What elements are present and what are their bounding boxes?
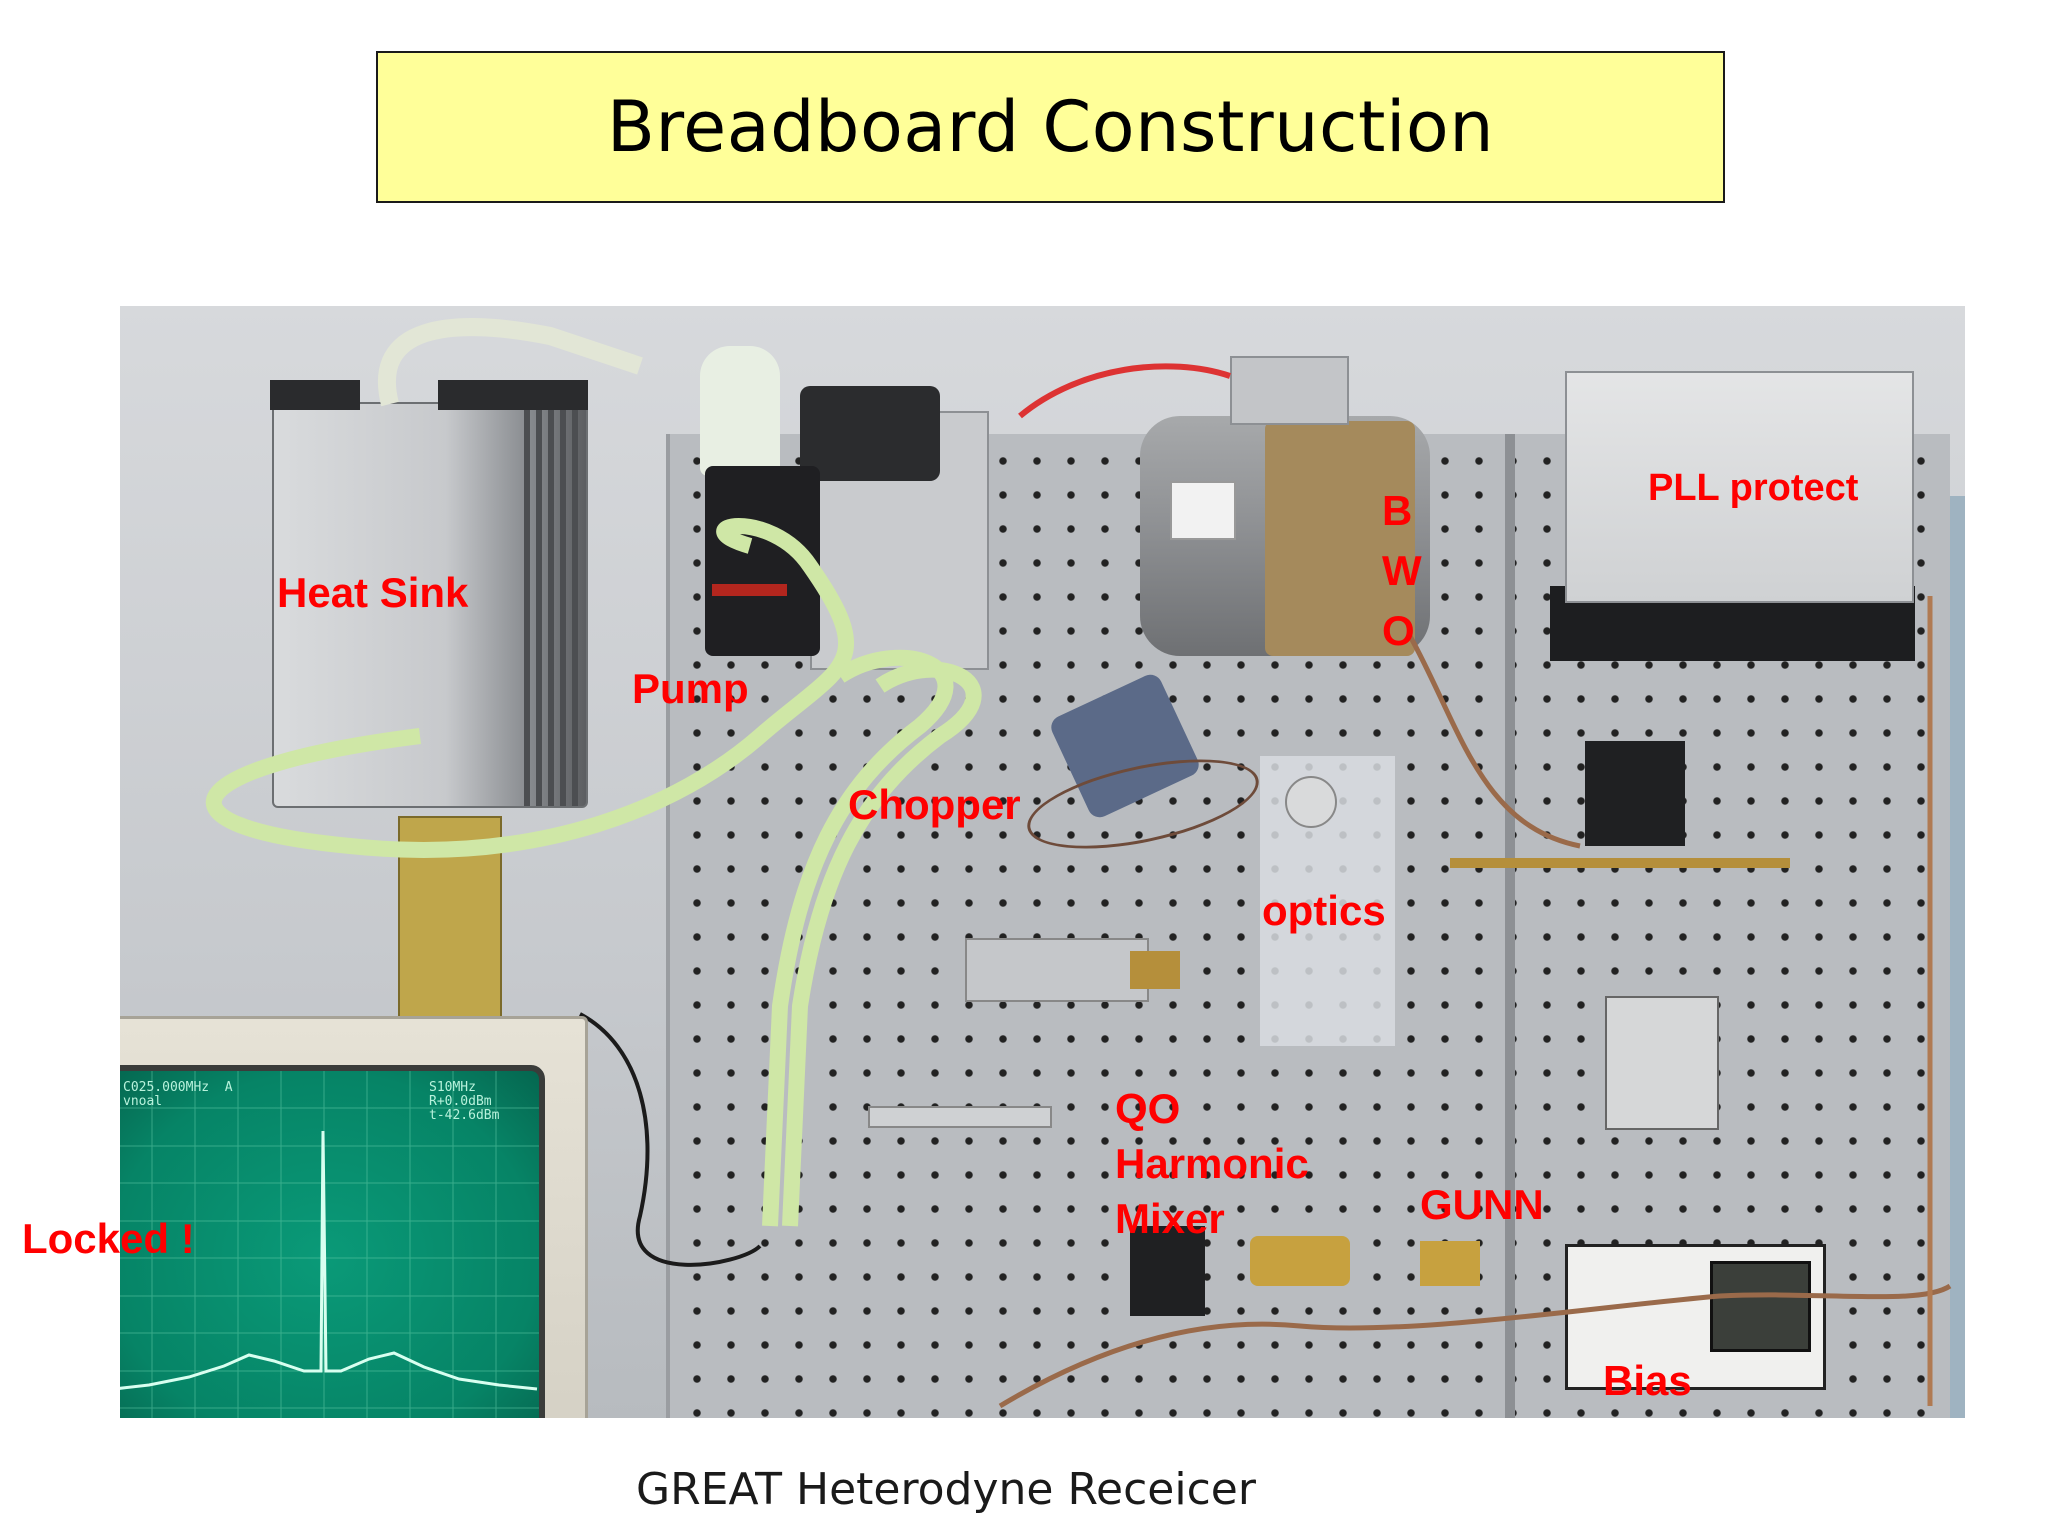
label-bwo: B W O xyxy=(1382,487,1422,654)
screen-ref-level: R+0.0dBm xyxy=(429,1094,492,1109)
label-pll-protect: PLL protect xyxy=(1648,467,1859,509)
mixer-mount xyxy=(1130,1226,1205,1316)
heat-sink-block xyxy=(272,402,588,808)
label-gunn: GUNN xyxy=(1420,1181,1544,1228)
brass-coupler xyxy=(1130,951,1180,989)
bwo-brass-band xyxy=(1265,421,1415,656)
mount-lower xyxy=(1605,996,1719,1130)
label-heat-sink: Heat Sink xyxy=(277,569,469,616)
gunn-oscillator xyxy=(1420,1241,1480,1286)
slide-caption: GREAT Heterodyne Receicer xyxy=(636,1464,1256,1515)
label-chopper: Chopper xyxy=(848,781,1021,828)
warning-sticker xyxy=(1170,481,1236,540)
pll-protect-box xyxy=(1565,371,1914,603)
slide-title: Breadboard Construction xyxy=(606,86,1495,168)
rail-bar xyxy=(868,1106,1052,1128)
label-optics: optics xyxy=(1262,887,1386,934)
screen-center-freq: C025.000MHz A xyxy=(123,1080,233,1095)
fan-left xyxy=(270,380,360,410)
harmonic-mixer-body xyxy=(1250,1236,1350,1286)
screen-mode: vnoal xyxy=(123,1094,163,1109)
breadboard-photo: C025.000MHz A vnoal S10MHz R+0.0dBm t-42… xyxy=(120,306,1965,1418)
bwo-connector-box xyxy=(1230,356,1349,425)
label-qo-harmonic-mixer: QO Harmonic Mixer xyxy=(1115,1085,1309,1242)
fan-right xyxy=(438,380,588,410)
brass-rod xyxy=(1450,858,1790,868)
breadboard-seam xyxy=(1505,434,1515,1418)
pump-display-unit xyxy=(800,386,940,481)
slide-title-box: Breadboard Construction xyxy=(376,51,1725,203)
cables-and-tubes xyxy=(205,318,1952,1409)
label-pump: Pump xyxy=(632,665,749,712)
spectrum-trace xyxy=(120,1071,539,1418)
screen-span: S10MHz xyxy=(429,1080,476,1095)
label-locked: Locked ! xyxy=(22,1215,195,1262)
spectrum-screen: C025.000MHz A vnoal S10MHz R+0.0dBm t-42… xyxy=(120,1065,545,1418)
pump-label-strip xyxy=(712,584,787,596)
coolant-bottle xyxy=(700,346,780,476)
bias-meter xyxy=(1710,1261,1811,1352)
screen-marker: t-42.6dBm xyxy=(429,1108,500,1123)
mount-upper xyxy=(1585,741,1685,846)
spectrum-analyzer-monitor: C025.000MHz A vnoal S10MHz R+0.0dBm t-42… xyxy=(120,1016,588,1418)
optics-mirror xyxy=(1285,776,1337,828)
label-bias: Bias xyxy=(1603,1357,1692,1404)
